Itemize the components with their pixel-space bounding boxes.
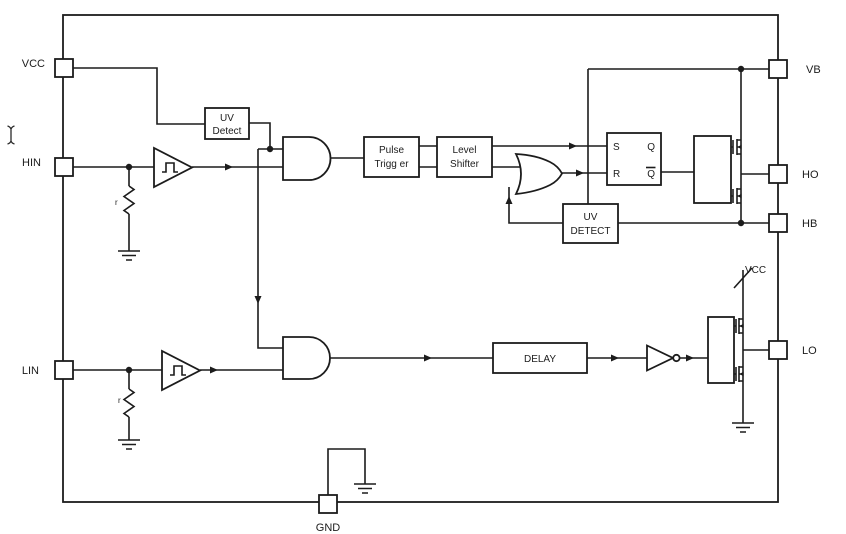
pulse-trigger-label1: Pulse xyxy=(379,145,404,156)
pin-label-lo: LO xyxy=(802,345,817,357)
text-cursor-artifact xyxy=(7,125,15,145)
wire-gnd-trace xyxy=(327,448,366,495)
lowside-driver-stage xyxy=(707,316,735,384)
output-mosfets xyxy=(731,139,744,382)
pin-hin xyxy=(54,157,74,177)
mosfet-icon xyxy=(734,318,744,334)
uv-detect-input-block: UV Detect xyxy=(204,107,250,140)
junction-dot xyxy=(737,65,745,73)
delay-label: DELAY xyxy=(524,354,556,365)
pulse-trigger-label2: Trigg er xyxy=(374,159,409,170)
vcc-supply-label: VCC xyxy=(745,265,766,276)
hysteresis-glyph xyxy=(162,162,178,173)
pulse-trigger-block: Pulse Trigg er xyxy=(363,136,420,178)
latch-qbar-label: Q xyxy=(647,169,655,180)
pin-label-hin: HIN xyxy=(22,157,41,169)
junction-dot xyxy=(125,163,133,171)
latch-set-label: S xyxy=(613,142,620,153)
junction-dots xyxy=(125,65,745,374)
arrow-up-icon xyxy=(505,196,513,204)
level-shifter-label1: Level xyxy=(453,145,477,156)
or-gate-icon xyxy=(514,153,564,196)
arrow-right-icon xyxy=(611,354,619,362)
mosfet-icon xyxy=(734,366,744,382)
schmitt-buffer-lin-icon xyxy=(161,349,202,392)
logic-gates xyxy=(153,136,681,392)
ic-package-outline xyxy=(62,14,779,503)
pin-lo xyxy=(768,340,788,360)
pin-vcc xyxy=(54,58,74,78)
inverter-bubble xyxy=(672,353,681,363)
pin-label-hb: HB xyxy=(802,218,817,230)
junction-dot xyxy=(125,366,133,374)
pin-hb xyxy=(768,213,788,233)
sr-latch-block: S R Q Q xyxy=(606,132,662,186)
junction-dot xyxy=(266,145,274,153)
function-blocks: UV Detect Pulse Trigg er Level Shifter S… xyxy=(204,107,735,384)
vcc-rail-slash xyxy=(733,267,753,289)
inverter-icon xyxy=(646,344,681,372)
pin-labels: VCC HIN LIN VB HO HB LO GND xyxy=(22,58,821,534)
uv-detect-input-label1: UV xyxy=(220,113,234,124)
resistor-lin xyxy=(122,388,136,418)
uv-detect-highside-label1: UV xyxy=(584,212,598,223)
arrow-right-icon xyxy=(424,354,432,362)
ground-icon-gnd-pin xyxy=(354,483,376,494)
pin-label-ho: HO xyxy=(802,169,819,181)
and-gate-highside-icon xyxy=(282,136,332,181)
arrow-right-icon xyxy=(569,142,577,150)
wire-uvdetect-out xyxy=(249,122,271,149)
mosfet-icon xyxy=(731,139,742,155)
pins xyxy=(54,58,788,514)
arrow-right-icon xyxy=(576,169,584,177)
resistor-hin xyxy=(122,185,136,215)
delay-block: DELAY xyxy=(492,342,588,374)
latch-q-label: Q xyxy=(647,142,655,153)
pin-label-gnd: GND xyxy=(316,522,341,534)
level-shifter-label2: Shifter xyxy=(450,159,480,170)
pin-ho xyxy=(768,164,788,184)
arrow-down-icon xyxy=(254,296,262,304)
ground-icon-lin xyxy=(118,439,140,450)
highside-driver-stage xyxy=(693,135,732,204)
junction-dot xyxy=(737,219,745,227)
pin-label-lin: LIN xyxy=(22,365,39,377)
signal-arrows xyxy=(210,142,694,374)
uv-detect-input-label2: Detect xyxy=(213,126,242,137)
ground-icon-hin xyxy=(118,250,140,261)
and-gate-lowside-icon xyxy=(282,336,331,380)
lin-resistor-label: r xyxy=(118,396,121,405)
ground-symbols xyxy=(118,250,754,494)
pin-vb xyxy=(768,59,788,79)
wire-cross-to-and2 xyxy=(257,149,283,349)
pin-label-vcc: VCC xyxy=(22,58,45,70)
latch-reset-label: R xyxy=(613,169,620,180)
pin-label-vb: VB xyxy=(806,64,821,76)
arrow-right-icon xyxy=(225,163,233,171)
pin-gnd xyxy=(318,494,338,514)
hysteresis-glyph xyxy=(170,365,186,376)
hin-resistor-label: r xyxy=(115,198,118,207)
mosfet-icon xyxy=(731,188,742,204)
arrow-right-icon xyxy=(210,366,218,374)
level-shifter-block: Level Shifter xyxy=(436,136,493,178)
schmitt-buffer-hin-icon xyxy=(153,146,194,189)
uv-detect-highside-block: UV DETECT xyxy=(562,203,619,244)
ground-icon-lowside xyxy=(732,422,754,433)
wire-vcc-to-uvdetect xyxy=(73,67,205,125)
uv-detect-highside-label2: DETECT xyxy=(571,226,611,237)
arrow-right-icon xyxy=(686,354,694,362)
pin-lin xyxy=(54,360,74,380)
